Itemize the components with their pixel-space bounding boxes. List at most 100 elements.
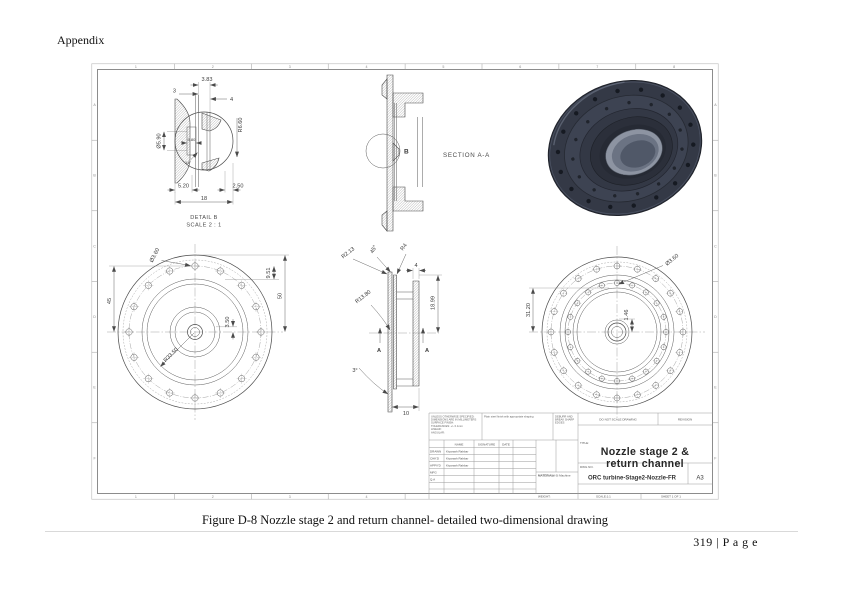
svg-text:6: 6 [519,65,521,69]
view-label: DETAIL B [190,215,217,221]
dim-label: 3.83 [202,77,213,83]
svg-text:8: 8 [673,65,675,69]
svg-text:C: C [93,244,96,248]
title-label: TITLE: [580,441,589,445]
view-front-left: Ø3.60 45 9.51 50 3.50 R33.50 [107,244,289,420]
svg-text:1: 1 [135,65,137,69]
dim-label: R4 [400,243,409,252]
dim-label: 3° [352,368,357,374]
svg-text:CHK'D: CHK'D [430,456,440,460]
appendix-header: Appendix [57,33,105,47]
svg-text:SURFACE FINISH:: SURFACE FINISH: [431,421,454,425]
weight-label: WEIGHT: [538,494,551,498]
svg-text:BREAK SHARP: BREAK SHARP [555,418,574,422]
dim-label: 45 [107,298,113,304]
material-label: MATERIAL: [538,474,554,478]
material-value: Al-Si Machine [552,474,571,478]
detail-marker-b: B [404,149,409,156]
tolerance-note: UNLESS OTHERWISE SPECIFIED: DIMENSIONS A… [431,414,476,434]
render-3d-isometric [547,79,703,217]
svg-text:Kiyarash Rahbar: Kiyarash Rahbar [446,456,468,460]
svg-text:EDGES: EDGES [555,421,565,425]
svg-text:D: D [714,315,717,319]
svg-text:SIGNATURE: SIGNATURE [478,442,495,446]
view-scale-label: SCALE 2 : 1 [186,223,221,229]
svg-text:Kiyarash Rahbar: Kiyarash Rahbar [446,463,468,467]
svg-text:3: 3 [289,65,291,69]
drawing-title-line2: return channel [606,458,684,470]
dim-label: 0.80 [188,137,197,142]
svg-text:A: A [93,103,96,107]
dim-label: 50 [278,293,284,299]
dim-label: 3 [173,89,176,95]
dim-label: 10 [403,411,409,417]
figure-caption: Figure D-8 Nozzle stage 2 and return cha… [201,513,609,527]
dim-label: R6.60 [238,118,244,133]
svg-text:5: 5 [442,65,444,69]
revision-label: REVISION [678,418,692,422]
dim-label: Ø5.90 [157,133,163,148]
svg-text:Q.A: Q.A [430,477,435,481]
svg-text:1: 1 [135,495,137,499]
view-section-aa: B SECTION A-A [365,74,490,232]
dim-label: 4 [414,263,417,269]
drawing-sheet-svg: 1 2 3 4 5 6 7 8 1 2 3 4 A B C D E F A B [91,63,719,500]
svg-text:ANGULAR:: ANGULAR: [431,430,445,434]
dwg-no-label: DWG NO. [580,465,594,469]
dim-label: 4 [230,97,233,103]
bolt-holes [124,261,266,403]
dim-label: 14° [185,160,191,165]
drawing-title-line1: Nozzle stage 2 & [601,446,689,458]
footer-rule [45,531,798,532]
svg-text:2: 2 [212,495,214,499]
do-not-scale-note: DO NOT SCALE DRAWING [599,418,637,422]
page-number: 319 | P a g e [693,535,758,549]
view-front-right: Ø3.60 31.20 1.46 [526,246,705,418]
svg-text:DATE: DATE [502,442,510,446]
view-label: SECTION A-A [443,152,490,159]
svg-text:D: D [93,315,96,319]
svg-text:E: E [93,386,96,390]
view-detail-b: 3.83 3 4 Ø5.90 R6.60 0.80 14° 5.20 2.50 … [157,77,245,229]
dim-label: 31.20 [526,303,532,317]
finish-note: Plain steel finish with appropriate shap… [484,414,534,418]
svg-text:DEBURR AND: DEBURR AND [555,414,573,418]
svg-text:3: 3 [289,495,291,499]
approval-table: NAME SIGNATURE DATE DRAWN Kiyarash Rahba… [430,442,510,481]
svg-text:A: A [714,103,717,107]
bolt-holes-outer-3d [555,87,696,210]
svg-text:TOLERANCES: +/- 0.1mm: TOLERANCES: +/- 0.1mm [431,424,464,428]
dim-label: 18 [201,196,207,202]
engineering-drawing-sheet: 1 2 3 4 5 6 7 8 1 2 3 4 A B C D E F A B [91,63,719,500]
title-block: UNLESS OTHERWISE SPECIFIED: DIMENSIONS A… [428,412,713,499]
cut-label: A [425,348,429,354]
dim-label: 1.46 [624,310,630,321]
sheet-label: SHEET 1 OF 1 [661,494,681,498]
svg-text:LINEAR:: LINEAR: [431,427,442,431]
svg-text:DIMENSIONS ARE IN MILLIMETERS: DIMENSIONS ARE IN MILLIMETERS [431,418,476,422]
bolt-holes-inner-3d [571,100,684,198]
dim-label: 5.20 [178,184,189,190]
svg-text:MFG: MFG [430,470,437,474]
svg-text:B: B [93,174,96,178]
svg-text:F: F [93,456,96,460]
dim-label: 18.99 [431,296,437,310]
svg-text:2: 2 [212,65,214,69]
deburr-note: DEBURR AND BREAK SHARP EDGES [555,414,574,424]
svg-text:4: 4 [366,65,368,69]
svg-text:Kiyarash Rahbar: Kiyarash Rahbar [446,449,468,453]
svg-text:APPV'D: APPV'D [430,463,442,467]
svg-text:B: B [714,174,717,178]
paper-size: A3 [696,476,704,482]
dwg-no-value: ORC turbine-Stage2-Nozzle-FR [588,476,677,482]
bolt-holes-outer [546,261,688,403]
svg-text:4: 4 [366,495,368,499]
svg-text:C: C [714,244,717,248]
dim-label: 45° [369,244,378,254]
svg-text:F: F [714,456,717,460]
dim-label: 2.50 [233,184,244,190]
bolt-holes-inner [564,279,670,385]
scale-label: SCALE:1:1 [596,494,611,498]
svg-text:UNLESS OTHERWISE SPECIFIED:: UNLESS OTHERWISE SPECIFIED: [431,414,475,418]
